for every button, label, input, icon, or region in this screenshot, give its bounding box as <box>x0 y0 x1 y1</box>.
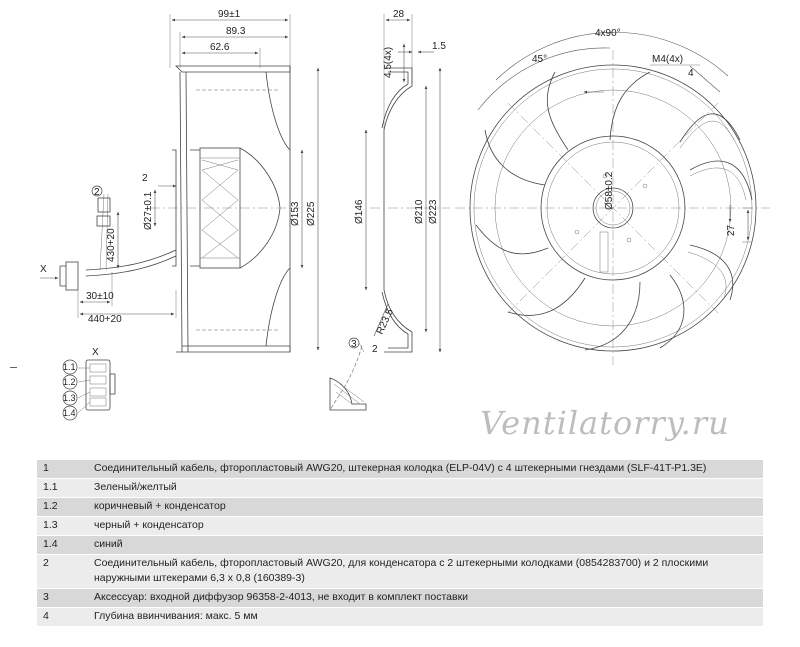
dim-2-side-label: 2 <box>142 173 148 184</box>
legend-number: 4 <box>37 607 88 626</box>
pin-1-4-label: 1.4 <box>63 408 76 418</box>
dim-4-5-label: 4.5(4x) <box>383 47 394 78</box>
legend-number: 1 <box>37 459 88 479</box>
watermark-text: Ventilatorry.ru <box>480 404 730 442</box>
legend-text: Соединительный кабель, фторопластовый AW… <box>88 459 763 479</box>
legend-number: 2 <box>37 554 88 589</box>
dia-153-label: Ø153 <box>290 201 301 226</box>
margin-mark <box>10 367 17 368</box>
connector-title: X <box>92 347 99 358</box>
dia-27-label: Ø27±0.1 <box>143 191 154 230</box>
angle-45-label: 45° <box>532 54 547 65</box>
legend-text: синий <box>88 535 763 555</box>
dia-146-label: Ø146 <box>354 199 365 224</box>
callout-3-label: 3 <box>351 339 357 350</box>
dim-1-5-label: 1.5 <box>432 41 446 52</box>
legend-text: Аксессуар: входной диффузор 96358-2-4013… <box>88 588 763 608</box>
legend-number: 1.4 <box>37 535 88 555</box>
dia-225-label: Ø225 <box>306 201 317 226</box>
angle-4x90-label: 4x90° <box>595 28 621 39</box>
dim-89-3-label: 89.3 <box>226 26 246 37</box>
dim-62-6-label: 62.6 <box>210 42 230 53</box>
legend-text: черный + конденсатор <box>88 516 763 536</box>
legend-text: Соединительный кабель, фторопластовый AW… <box>88 554 763 589</box>
dim-99-label: 99±1 <box>218 9 241 20</box>
pin-1-1-label: 1.1 <box>63 362 76 372</box>
dia-223-label: Ø223 <box>428 199 439 224</box>
legend-number: 1.1 <box>37 478 88 498</box>
dim-440-label: 440+20 <box>88 314 122 325</box>
dim-27-front-label: 27 <box>726 224 737 236</box>
dim-2-section-label: 2 <box>372 344 378 355</box>
dia-58-label: Ø58±0.2 <box>604 171 615 210</box>
technical-drawing: Ventilatorry.ru 99±1 89.3 62.6 2 <box>40 9 770 442</box>
legend-text: Зеленый/желтый <box>88 478 763 498</box>
dim-28-label: 28 <box>393 9 405 20</box>
legend-text: Глубина ввинчивания: макс. 5 мм <box>88 607 763 626</box>
legend-number: 3 <box>37 588 88 608</box>
legend-number: 1.3 <box>37 516 88 536</box>
side-view: 99±1 89.3 62.6 2 Ø27±0.1 Ø153 Ø225 <box>40 9 320 353</box>
legend-number: 1.2 <box>37 497 88 517</box>
pin-1-3-label: 1.3 <box>63 393 76 403</box>
pin-1-2-label: 1.2 <box>63 377 76 387</box>
legend-text: коричневый + конденсатор <box>88 497 763 517</box>
dim-430-label: 430+20 <box>106 228 117 262</box>
dim-30-label: 30±10 <box>86 291 114 302</box>
side-x-label: X <box>40 264 47 275</box>
connector-detail: X 1.1 1.2 1.3 1.4 <box>62 347 116 421</box>
radius-label: R23.5 <box>375 307 396 336</box>
dia-210-label: Ø210 <box>414 199 425 224</box>
section-view: 28 4.5(4x) 1.5 Ø146 Ø210 Ø223 R23.5 3 2 <box>329 9 450 411</box>
callout-2-label: 2 <box>94 187 100 198</box>
callout-4-label: 4 <box>688 68 694 79</box>
thread-label: M4(4x) <box>652 54 683 65</box>
front-view: 4x90° 45° M4(4x) 4 Ø58±0.2 27 <box>455 28 770 365</box>
